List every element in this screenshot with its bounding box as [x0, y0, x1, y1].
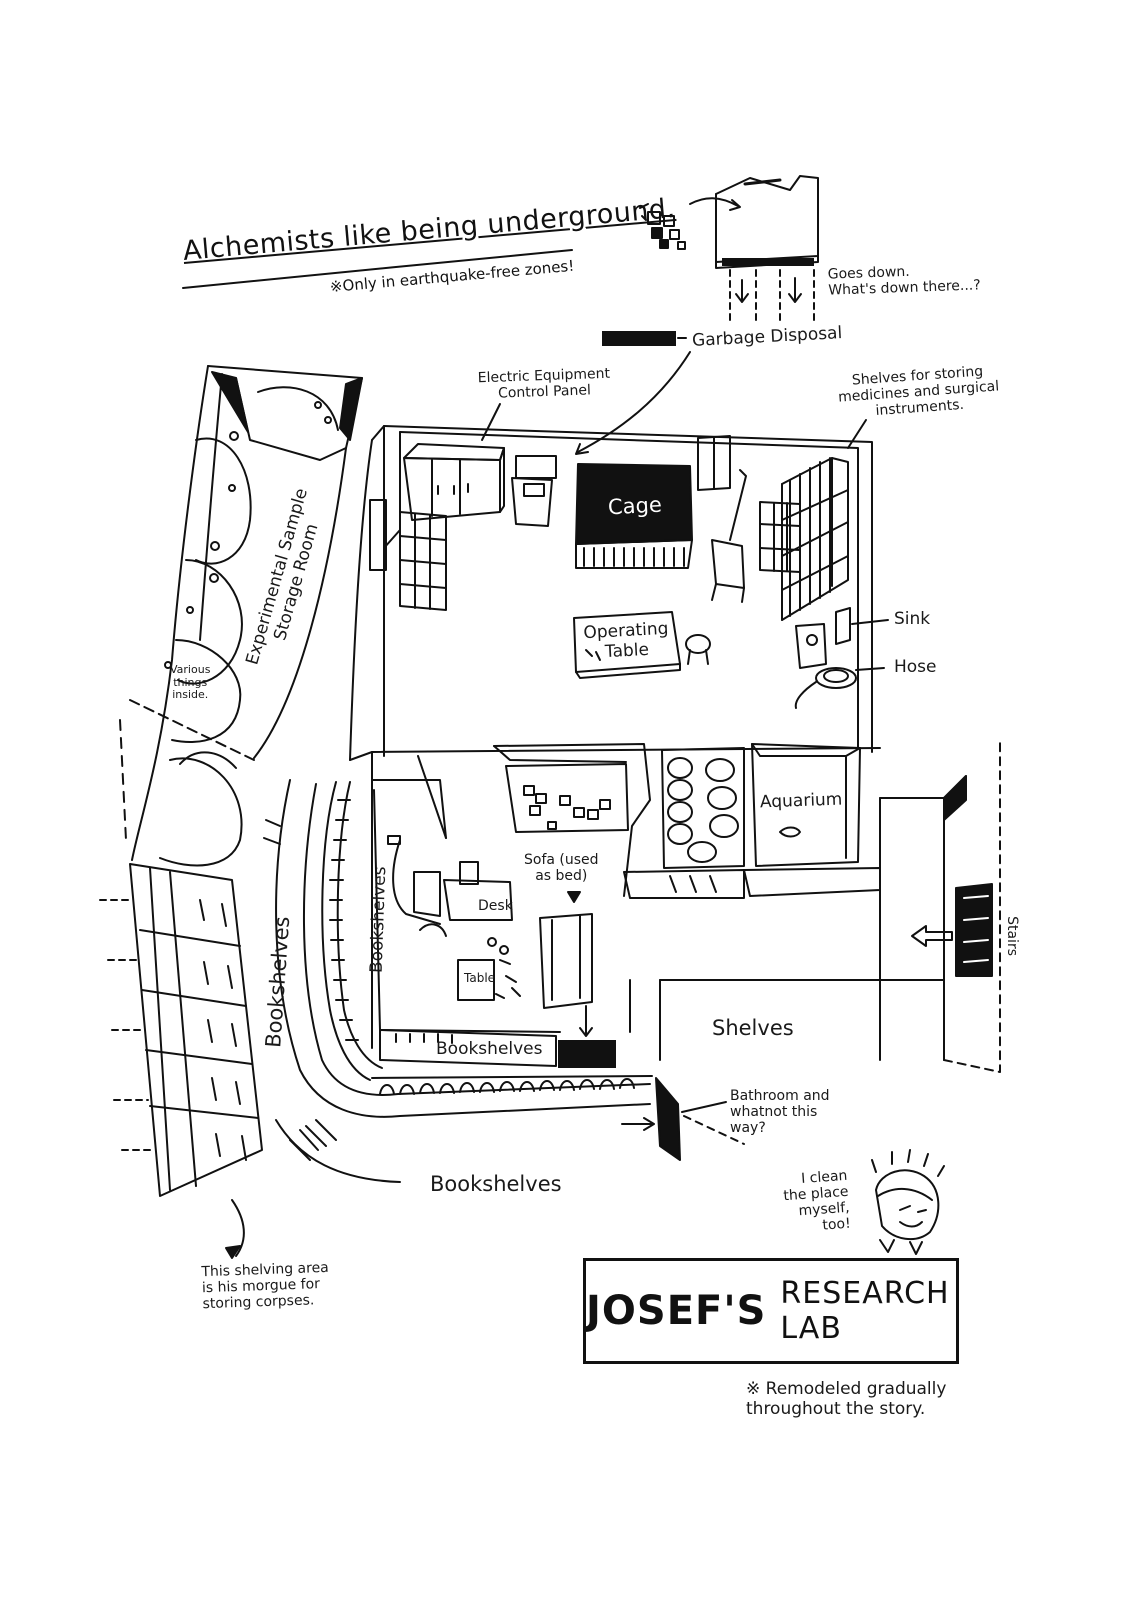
- leader-shelves: [847, 419, 867, 449]
- label-goes-down: Goes down. What's down there...?: [827, 263, 981, 299]
- pots-area: [623, 747, 745, 899]
- label-aquarium: Aquarium: [759, 789, 843, 813]
- cage: [575, 463, 693, 569]
- leader-garbage: [575, 351, 691, 455]
- label-bookshelves-inner-vertical: Bookshelves: [366, 866, 391, 974]
- title-main: JOSEF'S: [586, 1288, 767, 1334]
- stairs: [955, 883, 993, 977]
- label-bathroom: Bathroom and whatnot this way?: [730, 1088, 830, 1137]
- title-box: JOSEF'S RESEARCH LAB: [583, 1258, 959, 1364]
- label-morgue: This shelving area is his morgue for sto…: [201, 1259, 330, 1313]
- label-hose: Hose: [894, 657, 937, 677]
- outer-bookshelves-drawing: [263, 779, 653, 1183]
- trash-bin: [511, 455, 557, 527]
- sofa-arrow: [579, 1005, 593, 1037]
- stool: [711, 539, 745, 603]
- medicine-shelves: [781, 457, 849, 621]
- label-sofa: Sofa (used as bed): [524, 852, 599, 885]
- leader-electric: [481, 403, 501, 441]
- label-self-clean: I clean the place myself, too!: [782, 1167, 852, 1234]
- label-desk: Desk: [478, 898, 513, 914]
- label-sink: Sink: [894, 609, 931, 629]
- garbage-chute: [602, 331, 676, 346]
- label-operating-table: Operating Table: [582, 618, 669, 662]
- garbage-scraps: [639, 203, 686, 250]
- label-electric-panel: Electric Equipment Control Panel: [477, 365, 611, 402]
- right-corridor: [629, 741, 1001, 1073]
- label-cage: Cage: [607, 492, 663, 520]
- chibi-character: [871, 1149, 945, 1255]
- label-shelves: Shelves: [712, 1016, 794, 1040]
- sofa-room-walls: [371, 743, 651, 1049]
- heading-underline: [182, 249, 573, 289]
- inner-bookshelves-drawing: [321, 781, 557, 1081]
- sample-storage-room: [119, 365, 363, 867]
- desk: [387, 835, 513, 937]
- bathroom-passage: [621, 1077, 745, 1161]
- operating-table-drawing: [573, 611, 711, 679]
- stairs-arrow: [911, 925, 953, 947]
- small-cabinet: [697, 435, 747, 541]
- title-sub: RESEARCH LAB: [780, 1276, 950, 1346]
- label-bookshelves-outer-bottom: Bookshelves: [430, 1172, 562, 1196]
- trapdoor-steps: [558, 1040, 616, 1068]
- sofa: [539, 891, 593, 1009]
- label-stairs: Stairs: [1004, 916, 1020, 956]
- footnote: ※ Remodeled gradually throughout the sto…: [746, 1379, 947, 1419]
- morgue-drawers: [99, 863, 263, 1259]
- aquarium-tank: [743, 743, 881, 897]
- hose: [794, 667, 885, 709]
- table-furniture: [457, 937, 521, 1001]
- label-various-things: Various things inside.: [170, 663, 211, 702]
- garbage-disposal-box: [689, 175, 819, 321]
- label-table: Table: [464, 971, 496, 985]
- sink: [795, 607, 889, 669]
- electric-control-panel: [403, 443, 505, 521]
- label-bookshelves-inner-bottom: Bookshelves: [436, 1039, 543, 1059]
